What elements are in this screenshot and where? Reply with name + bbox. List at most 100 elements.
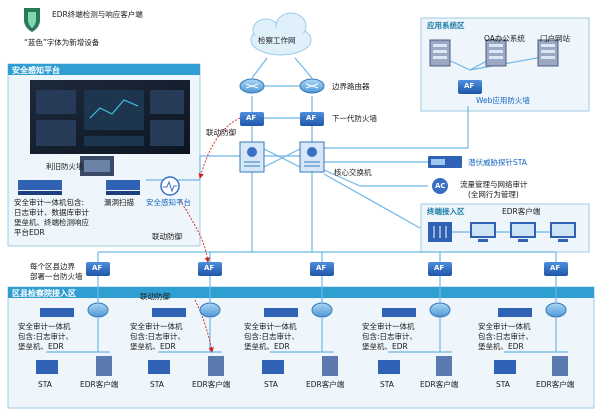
af-label: AF (316, 264, 327, 272)
county-edr-icon (322, 356, 338, 376)
county-router-icon (311, 302, 333, 318)
county-audit-line2: 包含:日志审计、 (478, 332, 534, 341)
old-fw-label: 利旧防火墙 (46, 162, 84, 171)
link-lines (46, 55, 568, 353)
audit-appliance-icon (18, 180, 62, 195)
county-sta-icon (378, 360, 400, 374)
linkage-label-1: 联动防御 (206, 128, 236, 137)
county-router-icon (199, 302, 221, 318)
audit-box-line1: 安全审计一体机包含: (14, 198, 85, 207)
county-edr-icon (436, 356, 452, 376)
border-router-label: 边界路由器 (332, 82, 370, 91)
af-label: AF (464, 82, 475, 90)
flow-audit-label-2: (全网行为管理) (468, 190, 519, 199)
zone-title-app-system: 应用系统区 (427, 21, 465, 30)
core-switch-icon (299, 141, 325, 173)
county-audit-appliance-icon (152, 308, 186, 317)
county-router-icon (545, 302, 567, 318)
legend-note: “蓝色”字体为新增设备 (24, 38, 100, 47)
switch-icon (428, 222, 452, 242)
county-edr-icon (96, 356, 112, 376)
county-sta-label: STA (264, 380, 278, 389)
ac-label: AC (435, 182, 446, 190)
county-sta-label: STA (38, 380, 52, 389)
flow-audit-label-1: 流量管理与网络审计 (460, 180, 528, 189)
af-label: AF (246, 114, 257, 122)
county-firewall-icon (544, 262, 568, 276)
county-edr-label: EDR客户端 (420, 380, 459, 389)
server-icon (485, 39, 507, 67)
county-sta-label: STA (496, 380, 510, 389)
county-edr-label: EDR客户端 (306, 380, 345, 389)
zone-title-terminal-access: 终端接入区 (427, 207, 465, 216)
county-audit-line2: 包含:日志审计、 (362, 332, 418, 341)
county-note-line2: 部署一台防火墙 (30, 272, 83, 281)
router-icon (299, 78, 325, 94)
county-edr-label: EDR客户端 (192, 380, 231, 389)
af-label: AF (92, 264, 103, 272)
zone-title-security-platform: 安全感知平台 (12, 66, 60, 75)
sense-platform-label: 安全感知平台 (146, 198, 191, 207)
county-firewall-icon (428, 262, 452, 276)
county-edr-icon (552, 356, 568, 376)
portal-label: 门户网站 (540, 34, 570, 43)
cloud-icon (250, 12, 312, 56)
county-audit-line2: 包含:日志审计、 (130, 332, 186, 341)
af-firewall-icon (458, 80, 482, 94)
af-label: AF (204, 264, 215, 272)
audit-box-line3: 堡垒机、终端检测响应 (14, 218, 89, 227)
pc-icon (550, 222, 576, 242)
ngfw-label: 下一代防火墙 (332, 114, 377, 123)
sta-probe-label: 潜伏威胁探针STA (468, 158, 527, 167)
router-icon (239, 78, 265, 94)
cloud-label: 检察工作网 (258, 36, 296, 45)
linkage-label-2: 联动防御 (152, 232, 182, 241)
server-icon (429, 39, 451, 67)
vuln-scan-icon (106, 180, 140, 195)
af-label: AF (550, 264, 561, 272)
county-audit-line3: 堡垒机、EDR (362, 342, 408, 351)
county-audit-line1: 安全审计一体机 (362, 322, 415, 331)
dashboard-screenshot (30, 80, 190, 154)
linkage-label-3: 联动防御 (140, 292, 170, 301)
af-label: AF (434, 264, 445, 272)
county-router-icon (429, 302, 451, 318)
county-sta-icon (494, 360, 516, 374)
county-firewall-icon (198, 262, 222, 276)
af-label: AF (306, 114, 317, 122)
zone-title-county-access: 区县检察院接入区 (12, 289, 76, 298)
county-audit-line1: 安全审计一体机 (244, 322, 297, 331)
edr-shield-icon (24, 8, 40, 32)
county-sta-icon (262, 360, 284, 374)
waf-label: Web应用防火墙 (476, 96, 530, 105)
county-edr-label: EDR客户端 (80, 380, 119, 389)
county-sta-icon (148, 360, 170, 374)
county-audit-line1: 安全审计一体机 (130, 322, 183, 331)
county-audit-line1: 安全审计一体机 (18, 322, 71, 331)
terminal-edr-label: EDR客户端 (502, 207, 541, 216)
county-audit-appliance-icon (498, 308, 532, 317)
vuln-scan-label: 漏洞扫描 (104, 198, 134, 207)
county-audit-line3: 堡垒机、EDR (478, 342, 524, 351)
core-switch-icon (239, 141, 265, 173)
pc-icon (510, 222, 536, 242)
county-router-icon (87, 302, 109, 318)
county-audit-line3: 堡垒机、EDR (18, 342, 64, 351)
county-sta-icon (36, 360, 58, 374)
sense-platform-icon (160, 176, 180, 196)
oa-label: OA办公系统 (484, 34, 525, 43)
af-firewall-icon (240, 112, 264, 126)
county-edr-label: EDR客户端 (536, 380, 575, 389)
county-audit-line3: 堡垒机、EDR (130, 342, 176, 351)
county-note-line1: 每个区县边界 (30, 262, 75, 271)
county-audit-line2: 包含:日志审计、 (244, 332, 300, 341)
audit-box-line4: 平台EDR (14, 228, 45, 237)
county-audit-line1: 安全审计一体机 (478, 322, 531, 331)
county-sta-label: STA (380, 380, 394, 389)
flow-audit-icon (432, 178, 448, 194)
county-firewall-icon (310, 262, 334, 276)
county-audit-appliance-icon (382, 308, 416, 317)
county-sta-label: STA (150, 380, 164, 389)
pc-icon (470, 222, 496, 242)
